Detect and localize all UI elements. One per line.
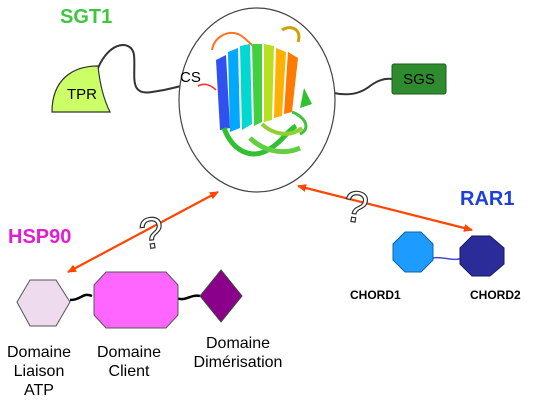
sgs-label: SGS <box>403 71 435 88</box>
dimerisation-label-line-2: Dimérisation <box>193 354 283 371</box>
chord-linker <box>431 256 463 261</box>
sgs-linker <box>333 77 393 96</box>
cs-protein-structure <box>197 26 312 157</box>
atp-label-line-1: Domaine <box>6 344 72 361</box>
atp-label-line-2: Liaison <box>13 363 65 380</box>
chord1-shape <box>392 231 434 273</box>
dimerisation-domain-shape <box>199 269 243 323</box>
atp-domain-shape <box>16 279 71 327</box>
chord2-shape <box>459 235 505 277</box>
chord2-label: CHORD2 <box>470 288 521 302</box>
hsp90-linker-2 <box>175 294 201 301</box>
client-domain-shape <box>93 271 179 329</box>
tpr-domain-shape <box>51 65 111 113</box>
client-domain-label: Domaine Client <box>92 343 166 381</box>
dimerisation-label-line-1: Domaine <box>205 335 271 352</box>
atp-label-line-3: ATP <box>24 382 54 399</box>
sgt1-rar1-arrow <box>297 184 473 232</box>
cs-label: CS <box>180 69 201 86</box>
client-label-line-2: Client <box>108 363 150 380</box>
hsp90-sgt1-arrow <box>67 191 219 273</box>
sgt1-title: SGT1 <box>60 6 113 28</box>
atp-domain-label: Domaine Liaison ATP <box>0 343 78 400</box>
dimerisation-domain-label: Domaine Dimérisation <box>178 334 298 372</box>
sgs-domain-shape <box>391 63 447 95</box>
client-label-line-1: Domaine <box>96 344 162 361</box>
chord1-label: CHORD1 <box>350 288 401 302</box>
question-mark-left: ? <box>136 208 167 260</box>
rar1-title: RAR1 <box>460 188 515 210</box>
tpr-linker <box>97 44 182 94</box>
question-mark-right: ? <box>340 182 371 234</box>
hsp90-title: HSP90 <box>8 226 72 248</box>
tpr-label: TPR <box>67 86 97 103</box>
hsp90-linker-1 <box>69 293 93 302</box>
